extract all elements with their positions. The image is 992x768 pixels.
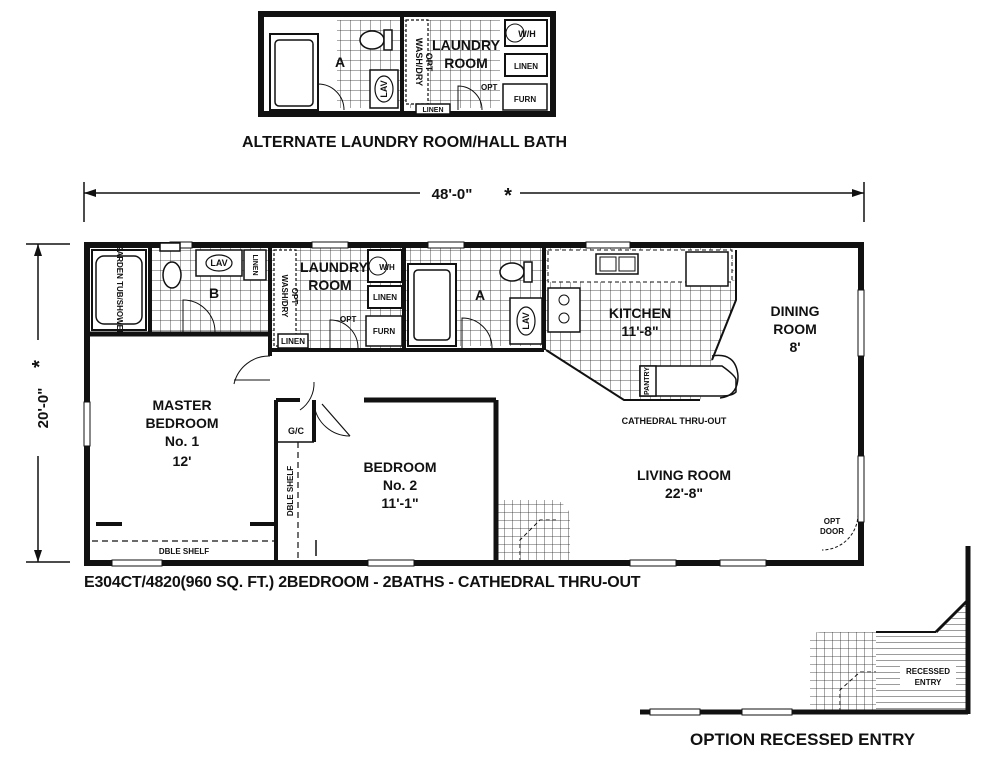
entry-label: ENTRY [915, 678, 942, 687]
master-label-2: BEDROOM [145, 415, 218, 431]
linen-laundry-label: LINEN [373, 293, 397, 302]
alt-opt-label: OPT [424, 53, 434, 72]
bath-a-label: A [475, 287, 485, 303]
opt-door-label-2: DOOR [820, 527, 844, 536]
recessed-entry-caption: OPTION RECESSED ENTRY [690, 730, 916, 749]
dining-size-label: 8' [789, 339, 800, 355]
dble-shelf-horizontal-label: DBLE SHELF [159, 547, 209, 556]
laundry-label: LAUNDRY [300, 259, 369, 275]
pantry-label: PANTRY [644, 367, 651, 395]
width-asterisk: * [504, 185, 512, 207]
alt-room-label: ROOM [444, 55, 488, 71]
depth-dimension-label: 20'-0" [35, 388, 52, 429]
dimension-width: 48'-0" * [83, 182, 865, 222]
depth-asterisk: * [29, 360, 51, 368]
laundry-room-label: ROOM [308, 277, 352, 293]
recessed-entry-plan: RECESSED ENTRY [640, 546, 971, 716]
cathedral-label: CATHEDRAL THRU-OUT [622, 416, 727, 426]
alt-linen2-label: LINEN [423, 107, 444, 114]
dimension-depth: 20'-0" * [26, 243, 70, 563]
recessed-label: RECESSED [906, 667, 950, 676]
alt-wh-label: W/H [518, 29, 536, 39]
bedroom2-label-1: BEDROOM [363, 459, 436, 475]
lav-b-label: LAV [210, 258, 227, 268]
alt-wash-dry-label: WASH/DRY [414, 38, 424, 86]
alt-laundry-label: LAUNDRY [432, 37, 501, 53]
kitchen-size-label: 11'-8" [621, 323, 658, 339]
master-label-1: MASTER [152, 397, 211, 413]
dble-shelf-vertical-label: DBLE SHELF [286, 466, 295, 516]
alt-opt2-label: OPT [481, 83, 498, 92]
bedroom2-label-2: No. 2 [383, 477, 417, 493]
opt-door-label-1: OPT [824, 517, 841, 526]
alt-bath-letter: A [335, 54, 345, 70]
wash-dry-label: WASH/DRY [280, 275, 289, 318]
wh-label: W/H [379, 263, 395, 272]
dining-room-label: ROOM [773, 321, 817, 337]
master-label-3: No. 1 [165, 433, 199, 449]
furn-label: FURN [373, 327, 395, 336]
dining-label: DINING [771, 303, 820, 319]
bedroom2-size-label: 11'-1" [381, 495, 418, 511]
main-floor-plan: GARDEN TUB/SHOWER LAV LINEN B WASH/DRY O… [83, 241, 865, 567]
width-dimension-label: 48'-0" [432, 186, 473, 203]
opt-laundry-label: OPT [340, 315, 357, 324]
linen-hall-label: LINEN [281, 337, 305, 346]
lav-a-label: LAV [521, 312, 531, 329]
kitchen-label: KITCHEN [609, 305, 671, 321]
living-room-size-label: 22'-8" [665, 485, 703, 501]
garden-tub-label: GARDEN TUB/SHOWER [115, 244, 124, 336]
gc-label: G/C [288, 426, 305, 436]
opt-wd-label: OPT [290, 288, 299, 305]
master-size-label: 12' [173, 453, 192, 469]
bath-b-label: B [209, 285, 219, 301]
alt-lav-label: LAV [379, 80, 389, 97]
alt-furn-label: FURN [514, 95, 536, 104]
alternate-laundry-plan: A LAV WASH/DRY OPT LAUNDRY ROOM W/H LINE… [258, 11, 556, 117]
alternate-laundry-caption: ALTERNATE LAUNDRY ROOM/HALL BATH [242, 134, 568, 151]
floor-plan-caption: E304CT/4820(960 SQ. FT.) 2BEDROOM - 2BAT… [84, 574, 641, 591]
alt-linen-label: LINEN [514, 62, 538, 71]
linen-b-label: LINEN [251, 255, 258, 276]
living-room-label: LIVING ROOM [637, 467, 731, 483]
